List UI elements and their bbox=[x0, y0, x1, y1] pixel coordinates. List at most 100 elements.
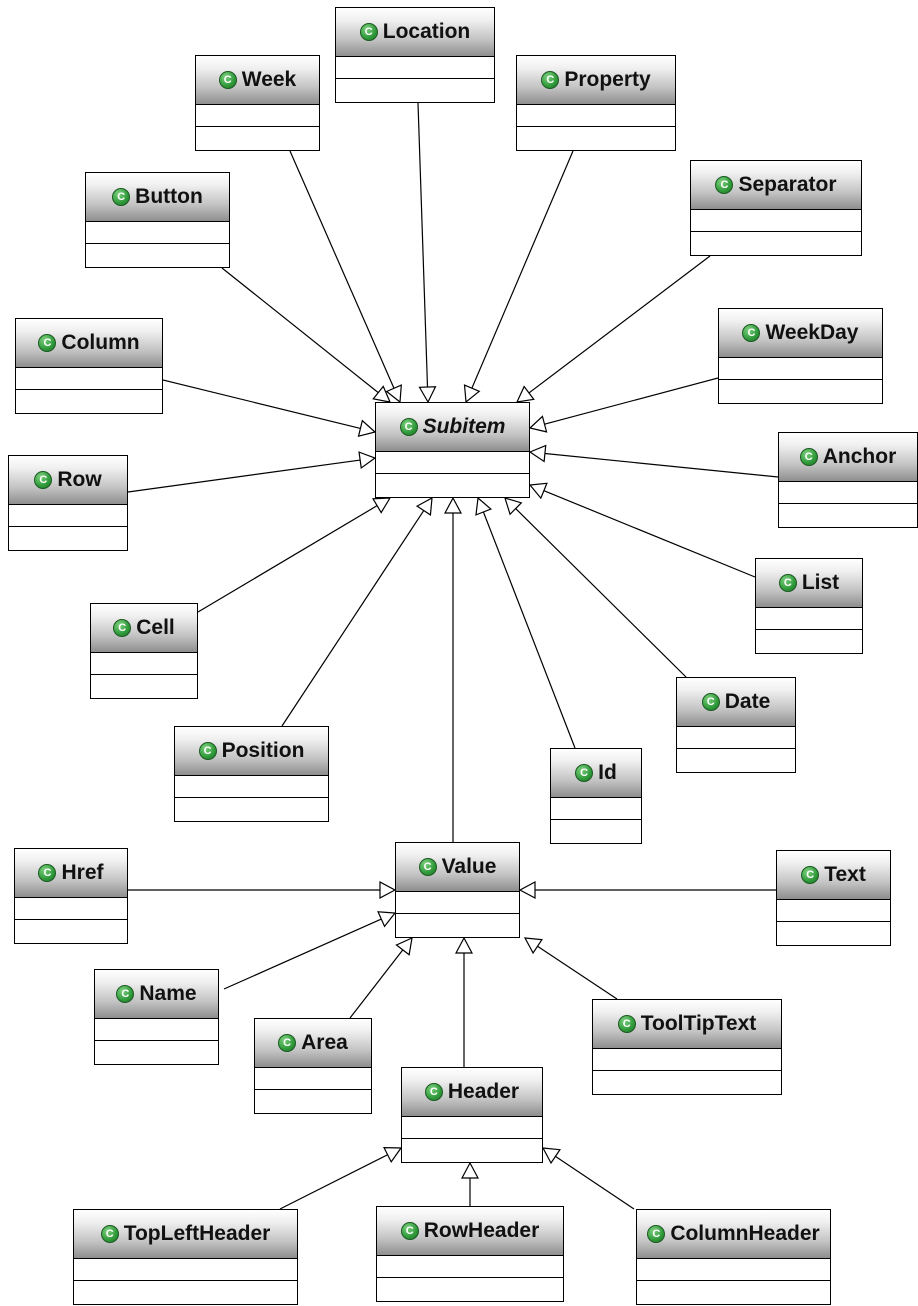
generalization-columnheader-header bbox=[541, 1147, 635, 1210]
class-name: Button bbox=[135, 185, 203, 208]
attributes-compartment bbox=[74, 1259, 297, 1280]
edge-line bbox=[223, 918, 382, 990]
class-icon: C bbox=[359, 23, 378, 41]
edge-line bbox=[279, 1154, 388, 1210]
generalization-name-value bbox=[223, 911, 397, 990]
class-name: Date bbox=[724, 690, 771, 713]
class-icon: C bbox=[424, 1083, 443, 1101]
generalization-location-subitem bbox=[417, 102, 437, 404]
operations-compartment bbox=[175, 797, 328, 819]
generalization-weekday-subitem bbox=[528, 377, 719, 433]
class-icon: C bbox=[575, 764, 594, 782]
edge-line bbox=[417, 102, 429, 388]
generalization-tooltiptext-value bbox=[523, 937, 618, 1000]
class-name: Area bbox=[301, 1031, 348, 1054]
class-name: ToolTipText bbox=[640, 1012, 757, 1035]
inheritance-arrowhead bbox=[358, 451, 377, 470]
generalization-area-value bbox=[349, 936, 413, 1019]
generalization-href-value bbox=[128, 881, 397, 899]
operations-compartment bbox=[593, 1070, 781, 1092]
class-icon: C bbox=[742, 324, 761, 342]
edge-line bbox=[515, 508, 687, 678]
attributes-compartment bbox=[91, 653, 197, 674]
attributes-compartment bbox=[376, 452, 529, 473]
class-name: Header bbox=[447, 1080, 520, 1103]
inheritance-arrowhead bbox=[385, 384, 402, 404]
edge-line bbox=[471, 150, 574, 389]
inheritance-arrowhead bbox=[377, 911, 397, 928]
generalization-list-subitem bbox=[528, 482, 756, 578]
operations-compartment bbox=[95, 1040, 218, 1062]
operations-compartment bbox=[9, 526, 127, 548]
attributes-compartment bbox=[593, 1049, 781, 1070]
generalization-value-subitem bbox=[444, 496, 462, 842]
inheritance-arrowhead bbox=[357, 419, 377, 438]
class-name: Row bbox=[57, 468, 102, 491]
inheritance-arrowhead bbox=[515, 385, 535, 403]
attributes-compartment bbox=[637, 1259, 830, 1280]
class-icon: C bbox=[701, 693, 720, 711]
inheritance-arrowhead bbox=[523, 937, 543, 955]
class-name: Anchor bbox=[822, 445, 897, 468]
attributes-compartment bbox=[15, 898, 127, 919]
class-icon: C bbox=[38, 334, 57, 352]
class-name: WeekDay bbox=[765, 321, 859, 344]
class-icon: C bbox=[116, 985, 135, 1003]
edge-line bbox=[543, 490, 756, 578]
class-name: Position bbox=[221, 739, 305, 762]
edge-line bbox=[221, 267, 379, 394]
operations-compartment bbox=[74, 1280, 297, 1302]
edge-line bbox=[528, 255, 711, 394]
inheritance-arrowhead bbox=[518, 881, 536, 899]
class-name: Column bbox=[61, 331, 140, 354]
operations-compartment bbox=[719, 379, 882, 401]
operations-compartment bbox=[777, 921, 890, 943]
edge-line bbox=[281, 510, 425, 727]
attributes-compartment bbox=[551, 798, 641, 819]
inheritance-arrowhead bbox=[444, 496, 462, 514]
class-icon: C bbox=[38, 864, 57, 882]
operations-compartment bbox=[779, 503, 917, 525]
attributes-compartment bbox=[396, 892, 519, 913]
generalization-rowheader-header bbox=[461, 1161, 479, 1206]
inheritance-arrowhead bbox=[541, 1147, 561, 1165]
inheritance-arrowhead bbox=[475, 496, 493, 516]
inheritance-arrowhead bbox=[372, 385, 391, 403]
inheritance-arrowhead bbox=[528, 482, 548, 500]
